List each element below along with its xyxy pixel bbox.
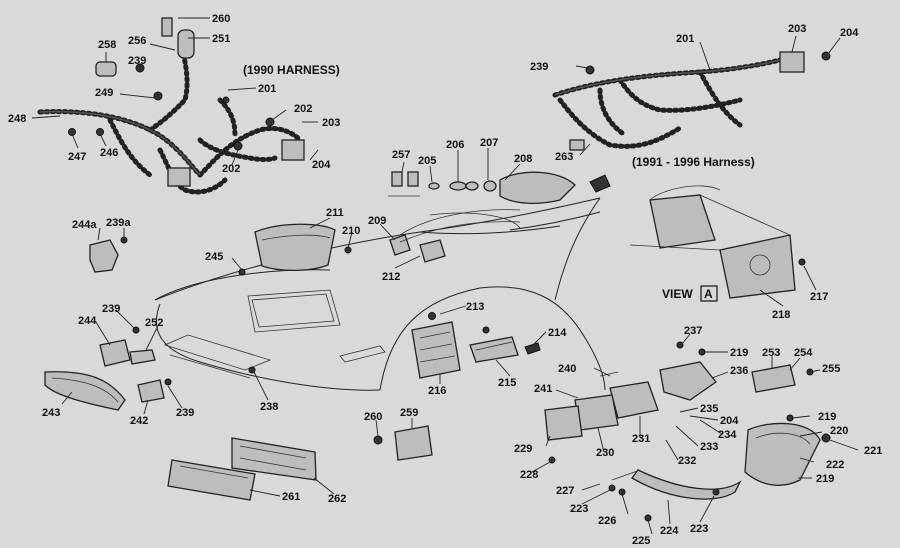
callout: 234 xyxy=(718,429,737,441)
callout: 239 xyxy=(530,61,548,73)
callout: 248 xyxy=(8,113,26,125)
callout: 231 xyxy=(632,433,650,445)
callout: 227 xyxy=(556,485,574,497)
callout: 203 xyxy=(322,117,340,129)
harness-1990 xyxy=(37,17,305,195)
callout: 252 xyxy=(145,317,163,329)
callout: 245 xyxy=(205,251,223,263)
callout: 221 xyxy=(864,445,882,457)
callout: 217 xyxy=(810,291,828,303)
callout: 222 xyxy=(826,459,844,471)
callout: 240 xyxy=(558,363,576,375)
callout: 236 xyxy=(730,365,748,377)
callout: 242 xyxy=(130,415,148,427)
callout: 241 xyxy=(534,383,552,395)
callout: 249 xyxy=(95,87,113,99)
callout: 204 xyxy=(312,159,331,171)
callout: 210 xyxy=(342,225,360,237)
callout: 214 xyxy=(548,327,567,339)
callout: 238 xyxy=(260,401,278,413)
harness-1991-1996 xyxy=(552,51,831,151)
callout: 259 xyxy=(400,407,418,419)
callout: 207 xyxy=(480,137,498,149)
callout: 251 xyxy=(212,33,230,45)
callout: 246 xyxy=(100,147,118,159)
callout: 244a xyxy=(72,219,97,231)
callout: 260 xyxy=(212,13,230,25)
callout: 239 xyxy=(128,55,146,67)
callout: 201 xyxy=(676,33,694,45)
callout: 211 xyxy=(326,207,344,219)
callout: 226 xyxy=(598,515,616,527)
callout: 218 xyxy=(772,309,790,321)
callout: 254 xyxy=(794,347,813,359)
callout: 229 xyxy=(514,443,532,455)
center-lower-parts xyxy=(167,312,541,501)
callout: 244 xyxy=(78,315,97,327)
mid-parts xyxy=(238,171,611,276)
callout: 235 xyxy=(700,403,718,415)
callout: 261 xyxy=(282,491,300,503)
callout: 212 xyxy=(382,271,400,283)
callout: 202 xyxy=(222,163,240,175)
left-parts xyxy=(44,236,256,411)
harness-1991-1996-title: (1991 - 1996 Harness) xyxy=(632,155,755,169)
callout: 255 xyxy=(822,363,840,375)
leader-lines xyxy=(31,17,859,535)
right-parts xyxy=(544,185,831,522)
callout: 219 xyxy=(816,473,834,485)
callout: 225 xyxy=(632,535,650,547)
callout: 228 xyxy=(520,469,538,481)
callout: 260 xyxy=(364,411,382,423)
callout: 206 xyxy=(446,139,464,151)
view-a-box xyxy=(700,285,718,302)
callout: 202 xyxy=(294,103,312,115)
view-a-label: VIEW xyxy=(662,287,693,301)
car-body-outline xyxy=(154,197,606,391)
callout: 224 xyxy=(660,525,679,537)
callout: 239a xyxy=(106,217,131,229)
callout: 215 xyxy=(498,377,516,389)
callout: 223 xyxy=(690,523,708,535)
callout: 203 xyxy=(788,23,806,35)
callout: 253 xyxy=(762,347,780,359)
callout: 258 xyxy=(98,39,116,51)
callout: 216 xyxy=(428,385,446,397)
callout: 205 xyxy=(418,155,436,167)
callout: 223 xyxy=(570,503,588,515)
callout: 230 xyxy=(596,447,614,459)
callout: 239 xyxy=(176,407,194,419)
callout: 201 xyxy=(258,83,276,95)
callout: 233 xyxy=(700,441,718,453)
callouts: 260 251 258 256 239 249 248 247 246 201 … xyxy=(8,13,882,547)
callout: 263 xyxy=(555,151,573,163)
harness-1990-title: (1990 HARNESS) xyxy=(243,63,340,77)
callout: 209 xyxy=(368,215,386,227)
callout: 247 xyxy=(68,151,86,163)
callout: 237 xyxy=(684,325,702,337)
callout: 256 xyxy=(128,35,146,47)
callout: 220 xyxy=(830,425,848,437)
callout: 208 xyxy=(514,153,532,165)
callout: 213 xyxy=(466,301,484,313)
callout: 243 xyxy=(42,407,60,419)
callout: 219 xyxy=(730,347,748,359)
callout: 204 xyxy=(720,415,739,427)
callout: 219 xyxy=(818,411,836,423)
callout: 232 xyxy=(678,455,696,467)
callout: 262 xyxy=(328,493,346,505)
callout: 204 xyxy=(840,27,859,39)
view-a-letter: A xyxy=(704,287,713,301)
callout: 239 xyxy=(102,303,120,315)
callout: 257 xyxy=(392,149,410,161)
